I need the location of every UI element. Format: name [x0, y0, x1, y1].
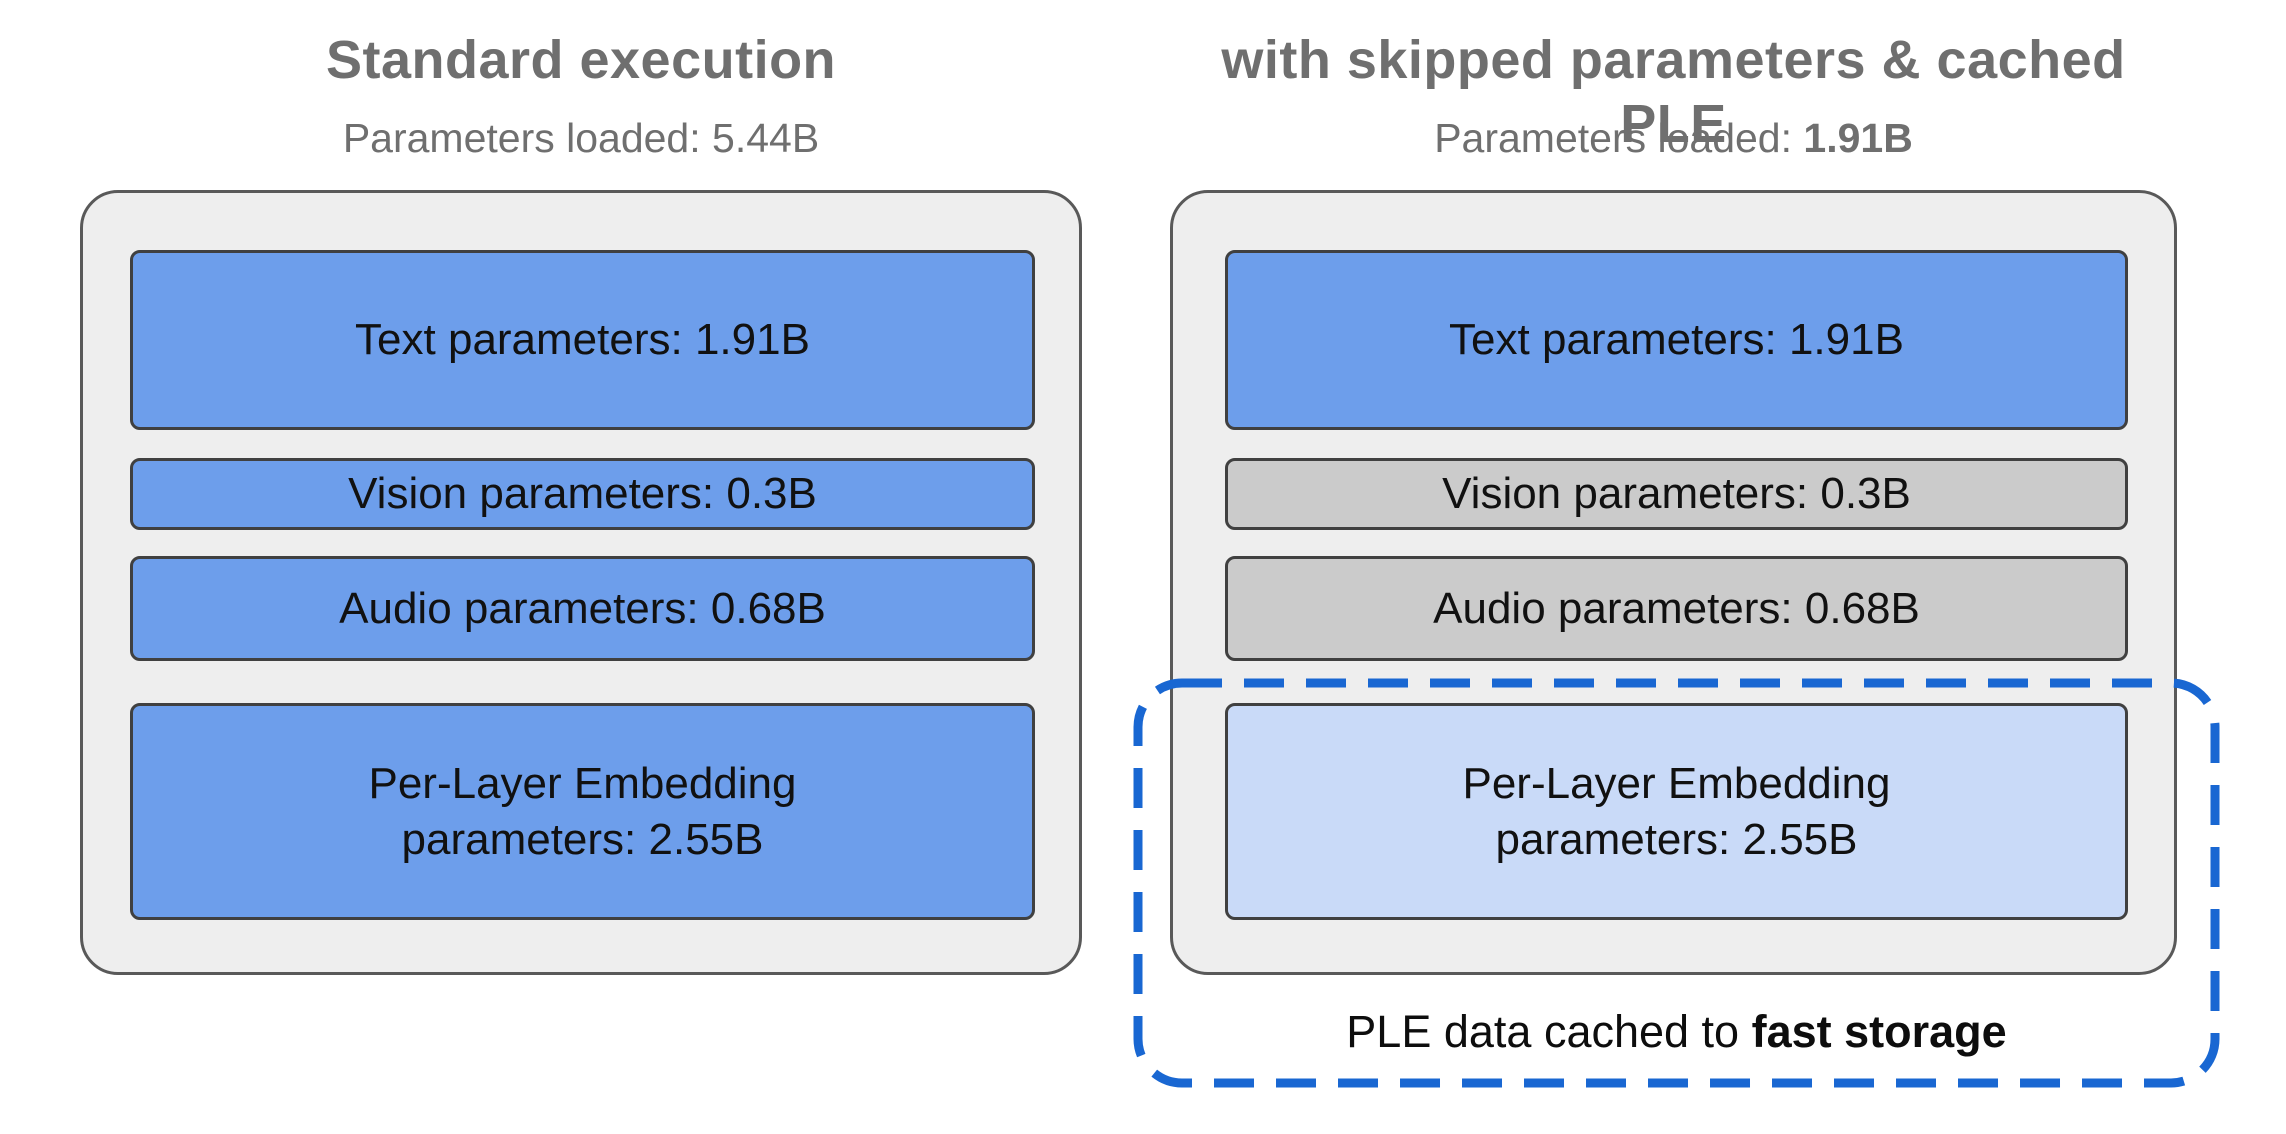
ple-cache-dashed-outline — [1133, 678, 2220, 1088]
right-text-parameters-box: Text parameters: 1.91B — [1225, 250, 2128, 430]
left-audio-parameters-label: Audio parameters: 0.68B — [339, 583, 826, 633]
right-text-parameters-label: Text parameters: 1.91B — [1449, 315, 1904, 364]
ple-cache-caption: PLE data cached to fast storage — [1133, 1004, 2220, 1060]
right-execution-container: Text parameters: 1.91B Vision parameters… — [1170, 190, 2177, 975]
left-execution-container: Text parameters: 1.91B Vision parameters… — [80, 190, 1082, 975]
ple-caption-bold: fast storage — [1751, 1006, 2007, 1057]
left-panel-title: Standard execution — [325, 30, 837, 90]
right-ple-parameters-box-cached: Per-Layer Embedding parameters: 2.55B — [1225, 703, 2128, 920]
right-subtitle-value: 1.91B — [1803, 115, 1913, 161]
right-vision-parameters-box-skipped: Vision parameters: 0.3B — [1225, 458, 2128, 530]
right-audio-parameters-label: Audio parameters: 0.68B — [1433, 583, 1920, 633]
right-subtitle-label: Parameters loaded: — [1434, 115, 1804, 161]
left-subtitle-value: 5.44B — [712, 115, 820, 161]
right-vision-parameters-label: Vision parameters: 0.3B — [1442, 469, 1911, 518]
left-audio-parameters-box: Audio parameters: 0.68B — [130, 556, 1035, 661]
left-panel-subtitle: Parameters loaded: 5.44B — [80, 112, 1082, 164]
right-panel-title: with skipped parameters & cached PLE — [1221, 30, 2126, 154]
left-text-parameters-label: Text parameters: 1.91B — [355, 315, 810, 364]
right-ple-parameters-label: Per-Layer Embedding parameters: 2.55B — [1462, 758, 1891, 864]
left-ple-parameters-box: Per-Layer Embedding parameters: 2.55B — [130, 703, 1035, 920]
left-vision-parameters-box: Vision parameters: 0.3B — [130, 458, 1035, 530]
left-vision-parameters-label: Vision parameters: 0.3B — [348, 469, 817, 518]
ple-caption-prefix: PLE data cached to — [1346, 1006, 1752, 1057]
left-ple-parameters-label: Per-Layer Embedding parameters: 2.55B — [368, 758, 797, 864]
left-text-parameters-box: Text parameters: 1.91B — [130, 250, 1035, 430]
right-audio-parameters-box-skipped: Audio parameters: 0.68B — [1225, 556, 2128, 661]
left-subtitle-label: Parameters loaded: — [342, 115, 713, 161]
right-panel-subtitle: Parameters loaded: 1.91B — [1170, 112, 2177, 164]
